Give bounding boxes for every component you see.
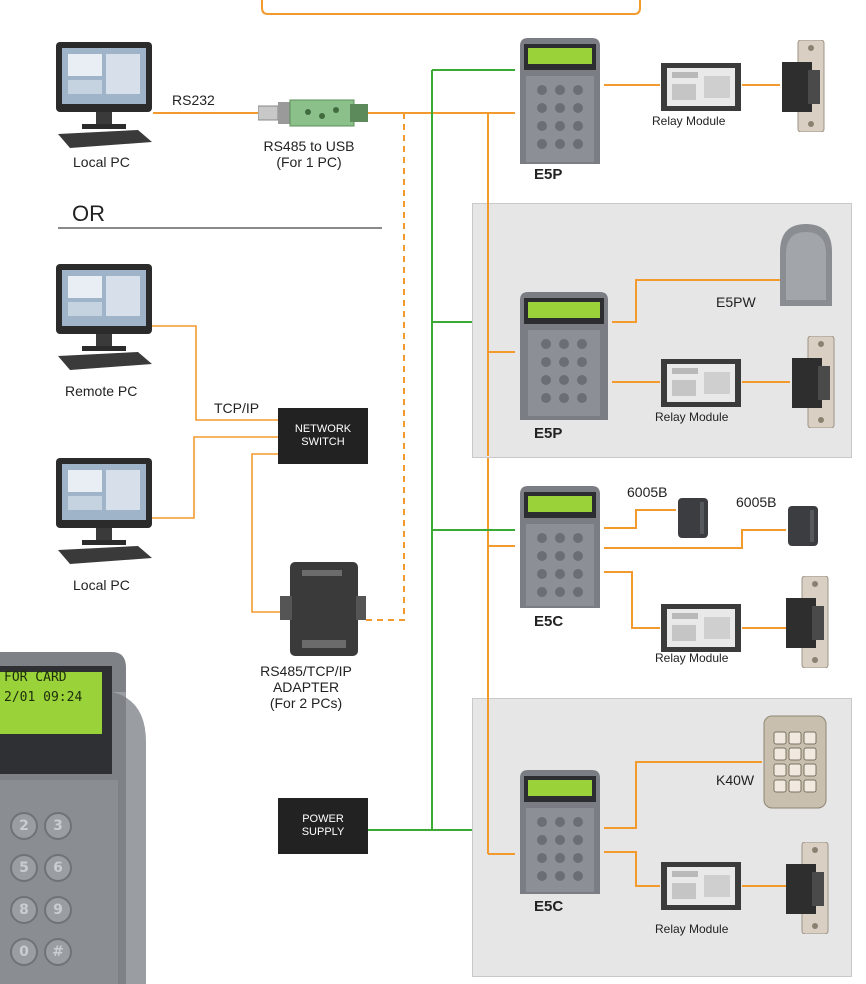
electric-strike-4-icon — [786, 842, 829, 934]
rs485-tcpip-adapter-icon — [280, 562, 366, 656]
electric-strike-2-icon — [792, 336, 835, 428]
e5p-controller-1-icon — [520, 38, 600, 164]
adapter-label-1: RS485/TCP/IP — [260, 663, 352, 679]
electric-strike-3-icon — [786, 576, 829, 668]
relay-module-1-icon — [661, 63, 741, 111]
6005b-reader-1-icon — [678, 498, 708, 538]
local-pc-bottom-icon — [56, 458, 152, 564]
large-keypad-key: # — [44, 938, 72, 966]
large-keypad-key: 9 — [44, 896, 72, 924]
large-keypad-key: 3 — [44, 812, 72, 840]
electric-strike-1-icon — [782, 40, 825, 132]
large-keypad-key: 5 — [10, 854, 38, 882]
e5pw-link-panel — [612, 279, 782, 323]
relay-module-3-icon — [661, 604, 741, 652]
adapter-label: RS485/TCP/IP ADAPTER (For 2 PCs) — [246, 663, 366, 711]
or-label: OR — [72, 201, 105, 226]
e5pw-label: E5PW — [716, 294, 756, 310]
power-supply-label-2: SUPPLY — [301, 826, 345, 838]
e5c1-relay-link — [604, 571, 660, 629]
6005b-reader-2-icon — [788, 506, 818, 546]
local-pc-bottom-label: Local PC — [73, 577, 130, 593]
e5p-1-label: E5P — [534, 166, 563, 183]
e5c-1-label: E5C — [534, 613, 564, 630]
rs232-label: RS232 — [172, 92, 215, 108]
large-keypad-key: 2 — [10, 812, 38, 840]
rs485-usb-label-2: (For 1 PC) — [276, 154, 342, 170]
e5p-controller-2-icon — [520, 292, 608, 420]
keypad-display-line1: FOR CARD — [4, 670, 67, 685]
adapter-label-3: (For 2 PCs) — [269, 695, 343, 711]
rs485-usb-label-1: RS485 to USB — [263, 138, 355, 154]
top-bracket-line — [261, 0, 641, 15]
e5p-2-label: E5P — [534, 425, 563, 442]
remote-pc-icon — [56, 264, 152, 370]
6005b-1-label: 6005B — [627, 484, 668, 500]
network-switch-label-2: SWITCH — [301, 436, 345, 448]
k40w-label: K40W — [716, 772, 755, 788]
relay-module-2-label: Relay Module — [655, 410, 729, 424]
switch-adapter-link — [251, 453, 282, 613]
dashed-alt-link — [364, 113, 405, 621]
k40w-keypad-icon — [763, 715, 827, 809]
remote-pc-link — [148, 325, 278, 421]
adapter-label-2: ADAPTER — [272, 679, 340, 695]
rs485-usb-label: RS485 to USB (For 1 PC) — [246, 138, 372, 170]
e5c-2-label: E5C — [534, 898, 564, 915]
rs485-usb-converter-icon — [258, 99, 368, 127]
tcpip-label: TCP/IP — [214, 400, 260, 416]
network-switch-label-1: NETWORK — [294, 423, 352, 435]
relay-module-4-label: Relay Module — [655, 922, 729, 936]
6005b-2-label: 6005B — [736, 494, 777, 510]
local-pc-link — [148, 436, 278, 519]
power-supply-label-1: POWER — [302, 813, 344, 825]
e5c-controller-2-icon — [520, 770, 600, 894]
local-pc-top-icon — [56, 42, 152, 148]
large-keypad-key: 8 — [10, 896, 38, 924]
relay-module-1-label: Relay Module — [652, 114, 726, 128]
remote-pc-label: Remote PC — [65, 383, 138, 399]
large-keypad-key: 0 — [10, 938, 38, 966]
k40w-link-panel — [604, 761, 762, 829]
e5c1-reader2-link — [604, 529, 786, 549]
large-keypad-key: 6 — [44, 854, 72, 882]
keypad-display-line2: 2/01 09:24 — [4, 690, 83, 705]
relay-module-2-icon — [661, 359, 741, 407]
relay-module-3-label: Relay Module — [655, 651, 729, 665]
e5c-controller-1-icon — [520, 486, 600, 608]
e5pw-reader-icon — [780, 224, 832, 306]
e5c1-reader1-link — [604, 509, 676, 529]
relay-module-4-icon — [661, 862, 741, 910]
local-pc-top-label: Local PC — [73, 154, 130, 170]
relay4-link-panel — [604, 851, 660, 887]
